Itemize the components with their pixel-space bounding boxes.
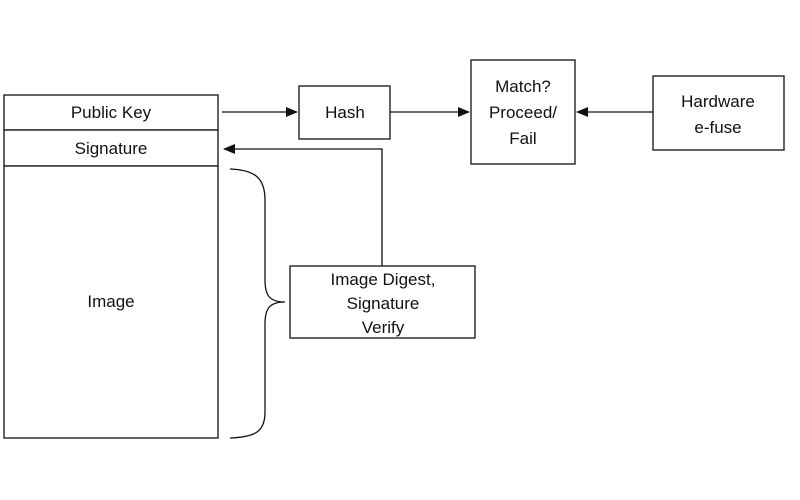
digest-verify-box	[289, 265, 476, 339]
hardware-label-line-1: Hardware	[681, 92, 755, 111]
signature-label: Signature	[75, 139, 148, 158]
match-box	[470, 59, 576, 165]
hardware-label-line-2: e-fuse	[694, 118, 741, 137]
match-label-line-2: Proceed/	[489, 103, 557, 122]
hardware-efuse-node: Hardware e-fuse	[652, 75, 785, 151]
match-label-line-3: Fail	[509, 129, 536, 148]
image-range-brace	[229, 168, 286, 439]
match-node: Match? Proceed/ Fail	[470, 59, 576, 165]
signature-cell	[3, 129, 219, 167]
digest-verify-node: Image Digest, Signature Verify	[289, 265, 476, 339]
public-key-label: Public Key	[71, 103, 152, 122]
hardware-efuse-box	[652, 75, 785, 151]
image-label: Image	[87, 292, 134, 311]
image-cell	[3, 165, 219, 439]
public-key-cell	[3, 94, 219, 131]
digest-label-line-3: Verify	[362, 318, 405, 337]
arrow-digest-to-signature	[223, 144, 383, 266]
hash-node: Hash	[298, 85, 391, 140]
match-label-line-1: Match?	[495, 77, 551, 96]
digest-label-line-2: Signature	[347, 294, 420, 313]
hash-label: Hash	[325, 103, 365, 122]
digest-label-line-1: Image Digest,	[331, 270, 436, 289]
image-package-block: Public Key Signature Image	[3, 94, 219, 439]
